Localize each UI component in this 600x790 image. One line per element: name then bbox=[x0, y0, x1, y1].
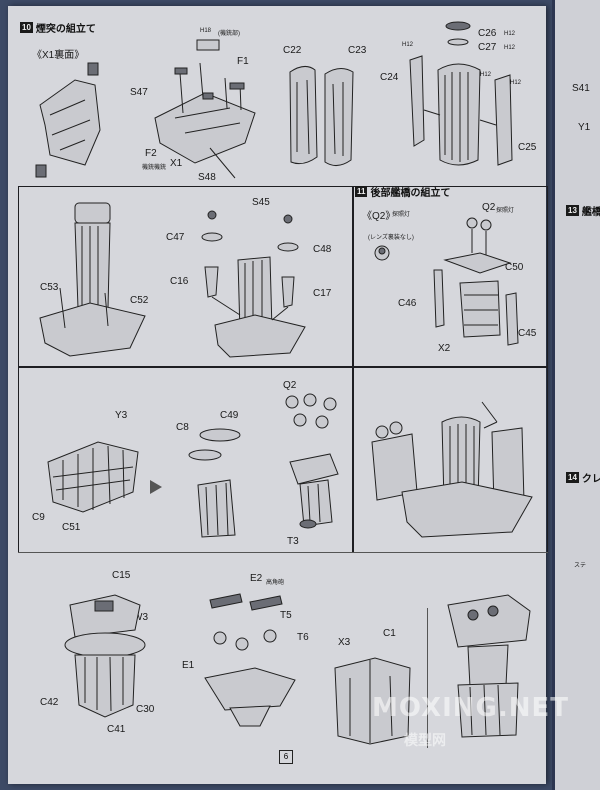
panel-rear-bridge bbox=[352, 186, 548, 368]
part-c45: C45 bbox=[518, 328, 537, 339]
part-h12-a: H12 bbox=[504, 31, 516, 37]
part-c23: C23 bbox=[348, 45, 367, 56]
step-title: クレ bbox=[581, 474, 600, 485]
step-title: 後部艦橋の組立て bbox=[370, 188, 451, 199]
part-c22: C22 bbox=[283, 45, 302, 56]
part-h12-c: H12 bbox=[402, 42, 414, 48]
step-title: 煙突の組立て bbox=[35, 24, 96, 35]
part-c42: C42 bbox=[40, 697, 59, 708]
next-arrow-icon bbox=[150, 480, 162, 494]
part-s45: S45 bbox=[252, 197, 270, 208]
part-e1: E1 bbox=[182, 660, 195, 671]
part-c27: C27 bbox=[478, 42, 497, 53]
q2-small-note: 探照灯 bbox=[392, 212, 411, 218]
part-x3: X3 bbox=[338, 637, 351, 648]
y3-frame-drawing bbox=[47, 441, 139, 513]
part-c9: C9 bbox=[32, 512, 45, 523]
part-c24: C24 bbox=[380, 72, 399, 83]
step-number: 11 bbox=[355, 186, 368, 197]
step-number: 13 bbox=[566, 205, 579, 216]
part-c8: C8 bbox=[176, 422, 189, 433]
right-step-14-header: 14 クレ bbox=[566, 470, 600, 485]
completed-bridge-drawing bbox=[447, 594, 531, 738]
part-c26: C26 bbox=[478, 28, 497, 39]
part-w3: W3 bbox=[133, 612, 148, 623]
part-q2-b: Q2 bbox=[283, 380, 297, 391]
part-h18: H18 bbox=[200, 28, 212, 34]
part-h12-d: H12 bbox=[480, 72, 492, 78]
part-e2: E2 bbox=[250, 573, 263, 584]
watermark-en: MOXING.NET bbox=[372, 693, 570, 723]
part-q2: Q2 bbox=[482, 202, 496, 213]
funnel-assembled-drawing bbox=[409, 21, 513, 166]
panel-funnel-base bbox=[18, 186, 354, 368]
part-c51: C51 bbox=[62, 522, 81, 533]
funnel-searchlight-drawing bbox=[201, 210, 306, 358]
right-part-s41: S41 bbox=[572, 83, 590, 94]
x1-deck-drawing bbox=[154, 39, 256, 179]
part-c49: C49 bbox=[220, 410, 239, 421]
part-f1: F1 bbox=[237, 56, 249, 67]
h18-note: (機銃部) bbox=[218, 31, 240, 37]
part-h12-e: H12 bbox=[510, 80, 522, 86]
part-c53: C53 bbox=[40, 282, 59, 293]
part-c25: C25 bbox=[518, 142, 537, 153]
x1-underside-drawing bbox=[35, 62, 101, 178]
part-t5: T5 bbox=[280, 610, 292, 621]
x1-reverse-label: 《X1裏面》 bbox=[32, 50, 85, 61]
bridge-tower-drawing bbox=[188, 428, 241, 538]
part-c15: C15 bbox=[112, 570, 131, 581]
lower-bridge-drawing bbox=[64, 594, 146, 718]
funnel-base-drawing bbox=[39, 202, 146, 357]
part-x2: X2 bbox=[438, 343, 451, 354]
part-c16: C16 bbox=[170, 276, 189, 287]
q2-note: 《Q2》 bbox=[362, 211, 396, 222]
part-c50: C50 bbox=[505, 262, 524, 273]
part-c52: C52 bbox=[130, 295, 149, 306]
lens-note: (レンズ裏装なし) bbox=[368, 235, 414, 241]
funnel-halves-drawing bbox=[289, 66, 354, 166]
bridge-installed-drawing bbox=[371, 401, 533, 538]
rear-bridge-drawing bbox=[433, 217, 519, 346]
part-c1: C1 bbox=[383, 628, 396, 639]
step-title: 艦橋 bbox=[581, 207, 600, 218]
part-t3: T3 bbox=[287, 536, 299, 547]
right-fragment-ste: ステ bbox=[574, 563, 587, 569]
bridge-base-drawing bbox=[334, 657, 411, 745]
step-number: 10 bbox=[20, 22, 33, 33]
q2-small-note-2: 探照灯 bbox=[496, 208, 515, 214]
f2-note: 機銃機銃 bbox=[142, 165, 167, 171]
step-11-header: 11 後部艦橋の組立て bbox=[355, 184, 450, 199]
part-h12-b: H12 bbox=[504, 45, 516, 51]
watermark-zh: 模型网 bbox=[404, 733, 446, 749]
part-c41: C41 bbox=[107, 724, 126, 735]
part-x1: X1 bbox=[170, 158, 183, 169]
part-c46: C46 bbox=[398, 298, 417, 309]
adjacent-sheet bbox=[552, 0, 600, 790]
right-part-y1: Y1 bbox=[578, 122, 591, 133]
bridge-searchlight-drawing bbox=[285, 393, 339, 529]
gun-mount-drawing bbox=[204, 593, 296, 727]
section-divider bbox=[18, 552, 548, 553]
vertical-rule bbox=[427, 608, 428, 748]
part-s47: S47 bbox=[130, 87, 148, 98]
part-s48: S48 bbox=[198, 172, 216, 183]
page-number: 6 bbox=[279, 750, 293, 764]
part-c47: C47 bbox=[166, 232, 185, 243]
q2-searchlight-drawing bbox=[374, 245, 390, 261]
part-c48: C48 bbox=[313, 244, 332, 255]
right-step-13-header: 13 艦橋 bbox=[566, 203, 600, 218]
e2-note: 高角砲 bbox=[266, 580, 285, 586]
part-c17: C17 bbox=[313, 288, 332, 299]
step-number: 14 bbox=[566, 472, 579, 483]
step-10-header: 10 煙突の組立て bbox=[20, 20, 96, 35]
part-y3: Y3 bbox=[115, 410, 128, 421]
part-c30: C30 bbox=[136, 704, 155, 715]
part-t6: T6 bbox=[297, 632, 309, 643]
part-f2: F2 bbox=[145, 148, 157, 159]
